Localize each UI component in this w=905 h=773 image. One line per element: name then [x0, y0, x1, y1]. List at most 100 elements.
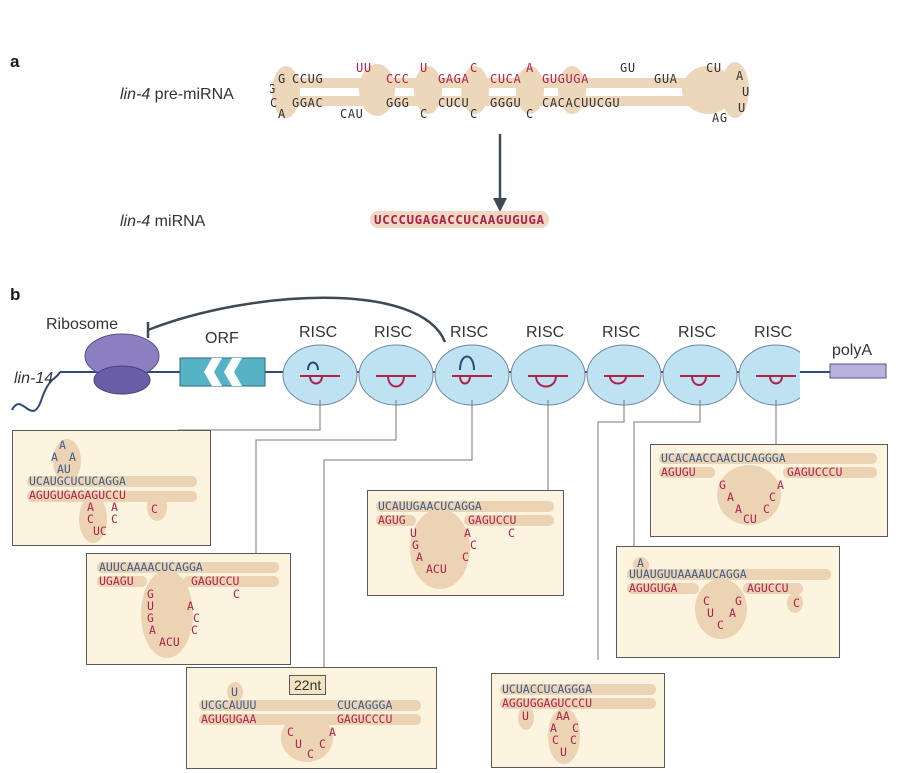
svg-text:A: A [727, 490, 734, 504]
svg-text:A: A [464, 526, 471, 540]
svg-text:U: U [738, 101, 746, 115]
svg-text:C: C [508, 526, 515, 540]
svg-text:CU: CU [743, 512, 757, 526]
svg-text:AGUGUGA: AGUGUGA [629, 581, 678, 595]
mature-mirna-sequence: UCCCUGAGACCUCAAGUGUGA [370, 211, 549, 228]
site-box-6: A UUAUGUUAAAAUCAGGA AGUGUGA AGUCCU C U C… [616, 546, 840, 658]
box1-target: UCAUGCUCUCAGGA [29, 474, 126, 488]
svg-text:A: A [87, 500, 94, 514]
svg-text:GGG: GGG [386, 96, 409, 110]
svg-text:CUCA: CUCA [490, 72, 521, 86]
svg-text:GGGU: GGGU [490, 96, 521, 110]
pre-mirna-label: lin-4 pre-miRNA [120, 86, 234, 103]
svg-text:A: A [111, 500, 118, 514]
svg-text:C: C [191, 623, 198, 637]
svg-text:C: C [703, 594, 710, 608]
svg-text:A: A [736, 69, 744, 83]
svg-text:A: A [526, 61, 534, 75]
svg-text:A: A [729, 606, 736, 620]
svg-text:CCUG: CCUG [292, 72, 323, 86]
svg-text:CACACUUCGU: CACACUUCGU [542, 96, 620, 110]
mirna-label: lin-4 miRNA [120, 213, 206, 230]
svg-text:ACU: ACU [426, 562, 447, 576]
svg-text:U: U [707, 606, 714, 620]
risc-complexes [282, 344, 800, 406]
svg-text:GUGUGA: GUGUGA [542, 72, 589, 86]
svg-text:G: G [147, 611, 154, 625]
svg-text:U: U [560, 745, 567, 759]
svg-text:C: C [319, 737, 326, 751]
svg-text:UC: UC [93, 524, 107, 538]
svg-text:A: A [69, 450, 76, 464]
ribosome-label: Ribosome [46, 316, 119, 333]
lin14-label: lin-14 [14, 370, 54, 387]
svg-text:CU: CU [706, 61, 722, 75]
svg-text:A: A [416, 550, 423, 564]
box4-target: UCAUUGAACUCAGGA [378, 499, 482, 513]
svg-text:C: C [270, 96, 278, 110]
svg-text:C: C [233, 587, 240, 601]
svg-text:GAGUCCU: GAGUCCU [468, 513, 517, 527]
svg-text:UU: UU [356, 61, 372, 75]
svg-text:G: G [270, 82, 276, 96]
svg-text:U: U [147, 599, 154, 613]
box5-mirna: AGGUGGAGUCCCU [502, 696, 592, 710]
risc-label-1: RISC [299, 324, 338, 341]
svg-text:CCC: CCC [386, 72, 409, 86]
svg-text:C: C [307, 747, 314, 761]
svg-text:C: C [193, 611, 200, 625]
svg-text:A: A [59, 438, 66, 452]
svg-text:GAGUCCCU: GAGUCCCU [337, 712, 392, 726]
site-box-2: AUUCAAAACUCAGGA UGAGU GAGUCCU G U G A AC… [86, 553, 291, 665]
svg-text:AU: AU [57, 462, 71, 476]
svg-text:GAGA: GAGA [438, 72, 469, 86]
svg-text:GGAC: GGAC [292, 96, 323, 110]
svg-text:GAGUCCCU: GAGUCCCU [787, 465, 842, 479]
svg-text:G: G [147, 587, 154, 601]
svg-text:UGAGU: UGAGU [99, 574, 134, 588]
svg-text:AGUGU: AGUGU [661, 465, 696, 479]
svg-text:G: G [735, 594, 742, 608]
panel-a-label: a [10, 52, 20, 71]
svg-text:G: G [719, 478, 726, 492]
svg-text:GUA: GUA [654, 72, 678, 86]
svg-text:C: C [462, 550, 469, 564]
svg-text:C: C [470, 61, 478, 75]
box1-mirna: AGUGUGAGAGUCCU [29, 488, 126, 502]
svg-text:G: G [412, 538, 419, 552]
svg-text:C: C [552, 733, 559, 747]
svg-text:U: U [420, 61, 428, 75]
box7-target: UCACAACCAACUCAGGGA [661, 451, 786, 465]
svg-text:CAU: CAU [340, 107, 363, 121]
svg-text:C: C [87, 512, 94, 526]
svg-text:AG: AG [712, 111, 728, 125]
svg-text:U: U [742, 85, 750, 99]
svg-text:AGUGUGAA: AGUGUGAA [201, 712, 256, 726]
box3-target-left: UCGCAUUU [201, 698, 256, 712]
box2-target: AUUCAAAACUCAGGA [99, 560, 203, 574]
risc-label-7: RISC [754, 324, 793, 341]
box6-target: UUAUGUUAAAAUCAGGA [629, 567, 747, 581]
svg-text:C: C [769, 490, 776, 504]
svg-text:A: A [187, 599, 194, 613]
box3-target-right: CUCAGGGA [337, 698, 392, 712]
risc-label-2: RISC [374, 324, 413, 341]
svg-text:AGUG: AGUG [378, 513, 406, 527]
pre-mirna-hairpin: G G CCUG UU CCC U GAGA C CUCA A GUGUGA G… [270, 61, 750, 125]
risc-label-5: RISC [602, 324, 641, 341]
svg-text:C: C [570, 733, 577, 747]
svg-text:C: C [111, 512, 118, 526]
svg-text:AGUCCU: AGUCCU [747, 581, 789, 595]
svg-text:C: C [420, 107, 428, 121]
svg-text:AA: AA [556, 709, 570, 723]
svg-text:C: C [470, 538, 477, 552]
svg-text:C: C [470, 107, 478, 121]
svg-text:C: C [287, 725, 294, 739]
svg-text:GU: GU [620, 61, 636, 75]
svg-text:A: A [51, 450, 58, 464]
svg-text:C: C [763, 502, 770, 516]
panel-b-label: b [10, 285, 21, 304]
svg-text:CUCU: CUCU [438, 96, 469, 110]
